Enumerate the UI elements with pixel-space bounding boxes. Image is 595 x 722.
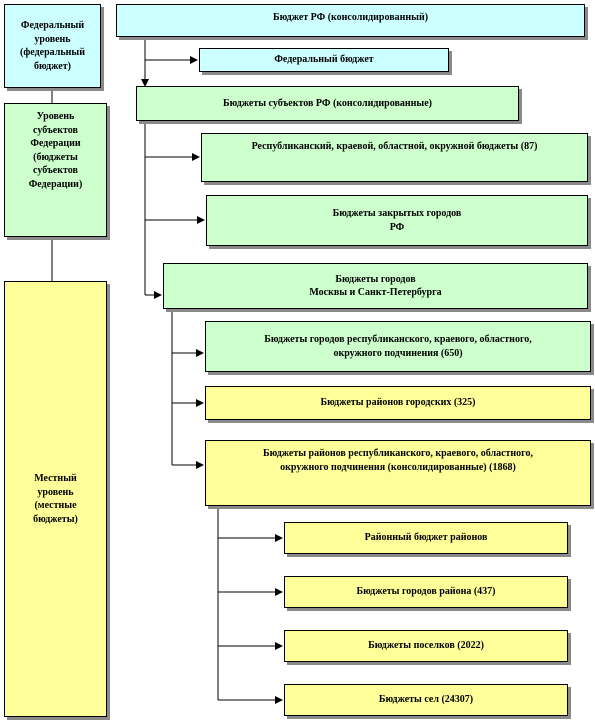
district-budget-own-box: Районный бюджет районов [284, 522, 568, 554]
settlements-label: Бюджеты поселков (2022) [368, 640, 484, 652]
subjects-consolidated-box: Бюджеты субъектов РФ (консолидированные) [136, 86, 519, 121]
subjects-consolidated-label: Бюджеты субъектов РФ (консолидированные) [223, 97, 432, 109]
city-districts-label: Бюджеты районов городских (325) [320, 397, 476, 409]
villages-label: Бюджеты сел (24307) [378, 694, 474, 706]
republican-budgets-label: Республиканский, краевой, областной, окр… [251, 141, 538, 152]
city-districts-box: Бюджеты районов городских (325) [205, 386, 591, 420]
settlements-box: Бюджеты поселков (2022) [284, 630, 568, 662]
moscow-spb-label: Бюджеты городов Москвы и Санкт-Петербург… [309, 273, 442, 299]
local-level-label: Местный уровень (местные бюджеты) [33, 473, 78, 525]
villages-box: Бюджеты сел (24307) [284, 684, 568, 716]
regional-level-label: Уровень субъектов Федерации (бюджеты суб… [28, 111, 83, 190]
federal-budget-label: Федеральный бюджет [274, 54, 374, 66]
district-budget-own-label: Районный бюджет районов [364, 532, 488, 544]
city-subordination-box: Бюджеты городов республиканского, краево… [205, 321, 591, 372]
regional-level-box: Уровень субъектов Федерации (бюджеты суб… [4, 103, 107, 237]
district-budgets-label: Бюджеты районов республиканского, краево… [263, 448, 533, 473]
city-subordination-label: Бюджеты городов республиканского, краево… [264, 334, 532, 359]
closed-cities-label: Бюджеты закрытых городов РФ [332, 208, 462, 233]
federal-budget-box: Федеральный бюджет [199, 48, 449, 72]
federal-level-box: Федеральный уровень (федеральный бюджет) [4, 4, 101, 88]
moscow-spb-box: Бюджеты городов Москвы и Санкт-Петербург… [163, 263, 588, 309]
federal-level-label: Федеральный уровень (федеральный бюджет) [20, 20, 85, 72]
closed-cities-box: Бюджеты закрытых городов РФ [206, 195, 588, 246]
local-level-box: Местный уровень (местные бюджеты) [4, 281, 107, 717]
district-towns-label: Бюджеты городов района (437) [356, 586, 496, 598]
district-towns-box: Бюджеты городов района (437) [284, 576, 568, 608]
republican-budgets-box: Республиканский, краевой, областной, окр… [201, 133, 588, 182]
consolidated-rf-budget-label: Бюджет РФ (консолидированный) [272, 12, 429, 23]
district-budgets-box: Бюджеты районов республиканского, краево… [205, 440, 591, 506]
consolidated-rf-budget-box: Бюджет РФ (консолидированный) [116, 4, 585, 37]
